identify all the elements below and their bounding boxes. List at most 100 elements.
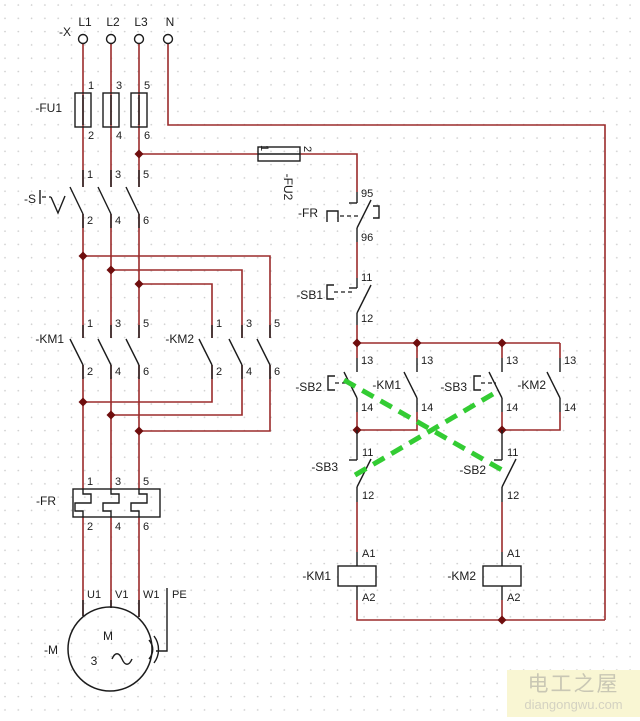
overload-relay-fr: -FR 1 3 5 2 4 6 [36,476,161,533]
fu1-pin: 5 [144,80,150,92]
pe-frame-arc-icon [153,635,160,664]
fu1-pin: 4 [116,130,122,142]
fr-pin: 4 [115,521,121,533]
mechanical-links [342,377,504,481]
km1-pin: 3 [115,318,121,330]
switch-s: -S 1 3 5 2 4 6 [24,169,149,228]
km2-coil-label: -KM2 [447,569,476,583]
motor-m: U1 V1 W1 PE M 3 -M [44,588,187,692]
junction-nodes [78,149,507,625]
km2-aux-pin: 13 [564,355,576,367]
contactor-km2-main: -KM2 1 3 5 2 4 6 [165,318,280,379]
fr-pin: 6 [143,521,149,533]
fr-trip-icon [326,210,339,222]
fu1-pole2-icon [102,92,120,128]
terminal-strip-label: -X [59,25,71,39]
fu1-pole1-icon [74,92,92,128]
km2-coil-pin: A1 [507,548,520,560]
fr-pin: 1 [87,476,93,488]
ac-sine-icon [111,653,133,665]
sb3-mechanical-link [348,391,495,481]
terminal-strip-x: -X L1 L2 L3 N [59,15,175,45]
s-pin: 4 [115,215,121,227]
interlock-sb3-nc: -SB3 11 12 [311,430,374,502]
fu2-body-icon [257,146,301,162]
sb1-pin: 12 [361,313,373,325]
motor-u1-label: U1 [87,589,101,601]
motor-letter: M [103,629,113,643]
s-pin: 6 [143,215,149,227]
terminal-l3-label: L3 [134,15,148,29]
km2-aux-pin: 14 [564,402,576,414]
motor-v1-label: V1 [115,589,128,601]
km1-coil-label: -KM1 [302,569,331,583]
start-button-sb3-no: -SB3 13 14 [440,355,518,414]
fu2-pin: 1 [258,145,270,151]
watermark-title: 电工之屋 [527,673,620,696]
km2-pin: 2 [216,366,222,378]
km1-aux-contact: -KM1 13 14 [372,355,433,414]
sb2-actuator-icon [327,375,335,391]
contactor-km1-main: -KM1 1 3 5 2 4 6 [35,318,149,379]
fu1-pin: 1 [88,80,94,92]
sb3-actuator-icon [473,375,481,391]
km2-main-label: -KM2 [165,332,194,346]
sb2-no-label: -SB2 [295,380,322,394]
motor-phase-count: 3 [91,654,98,668]
km2-aux-label: -KM2 [517,378,546,392]
motor-w1-label: W1 [143,589,160,601]
fuse-fu1: -FU1 1 3 5 2 4 6 [35,80,150,142]
fr-contact-pin: 95 [361,188,373,200]
terminal-n-label: N [166,15,175,29]
terminal-l3-icon [133,33,145,45]
km2-pin: 5 [274,318,280,330]
terminal-l2-label: L2 [106,15,120,29]
km1-pin: 1 [87,318,93,330]
fr-label: -FR [36,494,56,508]
fr-contact-pin: 96 [361,232,373,244]
sb3-nc-label: -SB3 [311,460,338,474]
s-pin: 1 [87,169,93,181]
km2-pin: 4 [246,366,252,378]
km1-aux-pin: 13 [421,355,433,367]
km1-main-label: -KM1 [35,332,64,346]
fu1-pin: 6 [144,130,150,142]
s-handle-icon [50,195,66,215]
km1-aux-pin: 14 [421,402,433,414]
fr-contact-label: -FR [298,206,318,220]
km2-pin: 3 [246,318,252,330]
sb2-pin: 14 [361,402,373,414]
km2-coil-pin: A2 [507,592,520,604]
s-pin: 3 [115,169,121,181]
motor-circle-icon [67,606,153,692]
sb3-pin: 14 [506,402,518,414]
sb2-nc-label: -SB2 [459,463,486,477]
fr-body-icon [72,488,161,518]
s-pin: 5 [143,169,149,181]
km1-coil-pin: A1 [362,548,375,560]
fr-pin: 2 [87,521,93,533]
motor-tag-label: -M [44,643,58,657]
pe-frame-arc-icon [148,639,154,660]
km2-pin: 6 [274,366,280,378]
s-label: -S [24,192,36,206]
fu1-pin: 2 [88,130,94,142]
s-pin: 2 [87,215,93,227]
sb1-actuator-icon [326,284,334,300]
km2-pin: 1 [216,318,222,330]
fu1-label: -FU1 [35,101,62,115]
watermark-site: diangongwu.com [524,697,623,712]
watermark: 电工之屋 diangongwu.com [507,670,640,717]
km2-aux-contact: -KM2 13 14 [517,355,576,414]
stop-button-sb1: -SB1 11 12 [296,272,373,325]
sb3-pin: 13 [506,355,518,367]
sb3-nc-pin: 11 [362,447,373,459]
fu1-pin: 3 [116,80,122,92]
fr-pin: 5 [143,476,149,488]
sb1-pin: 11 [361,272,372,284]
fu1-pole3-icon [130,92,148,128]
fr-contact-latch-icon [373,205,380,219]
